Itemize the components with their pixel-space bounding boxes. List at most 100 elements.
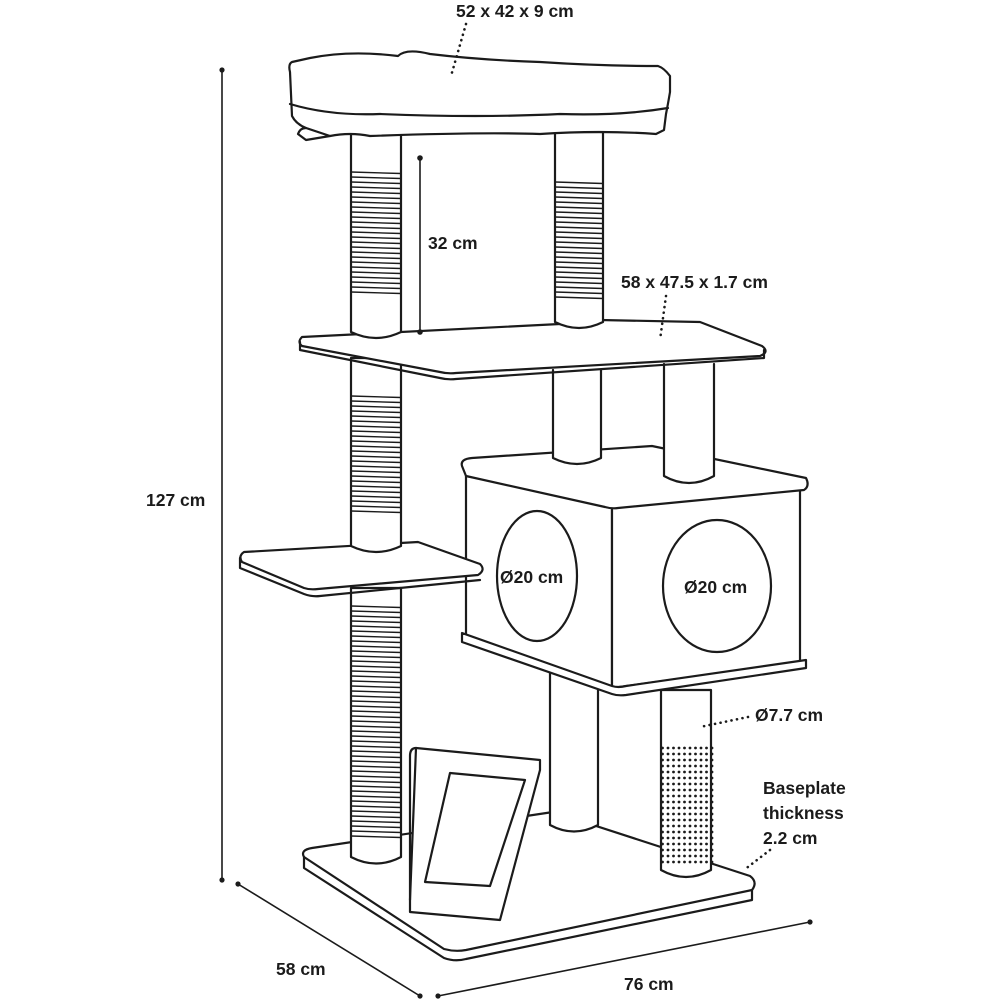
texture-dot — [683, 818, 686, 822]
texture-dot — [683, 782, 686, 786]
label-cave-right-opening: Ø20 cm — [684, 577, 747, 597]
texture-dot — [710, 764, 714, 768]
texture-dot — [666, 812, 670, 816]
texture-dot — [661, 818, 664, 822]
cave-floor-rim — [460, 631, 808, 697]
sisal-strand — [554, 241, 604, 245]
sisal-strand — [350, 605, 402, 609]
texture-dot — [699, 758, 703, 762]
texture-dot — [683, 848, 686, 852]
sisal-strand — [350, 795, 402, 799]
texture-dot — [666, 752, 670, 756]
texture-dot — [699, 830, 703, 834]
texture-dot — [694, 800, 697, 804]
label-total-height: 127 cm — [146, 490, 205, 510]
sisal-strand — [350, 420, 402, 424]
top-bed — [288, 50, 672, 142]
label-post-diameter: Ø7.7 cm — [755, 705, 823, 725]
texture-dot — [661, 806, 664, 810]
texture-dot — [705, 794, 708, 798]
texture-dot — [666, 854, 670, 858]
texture-dot — [699, 794, 703, 798]
texture-dot — [672, 794, 675, 798]
texture-dot — [688, 794, 692, 798]
texture-dot — [677, 818, 681, 822]
texture-dot — [683, 770, 686, 774]
sisal-strand — [350, 745, 402, 749]
texture-dot — [683, 854, 686, 858]
texture-dot — [710, 842, 714, 846]
sisal-strand — [350, 685, 402, 689]
sisal-strand — [350, 610, 402, 614]
sisal-wrap — [350, 605, 402, 839]
sisal-strand — [350, 226, 402, 230]
texture-dot — [694, 842, 697, 846]
texture-dot — [705, 752, 708, 756]
texture-dot — [694, 788, 697, 792]
texture-dot — [688, 854, 692, 858]
texture-dot — [672, 818, 675, 822]
sisal-strand — [554, 266, 604, 270]
upper-right-sisal-post — [553, 130, 605, 330]
sisal-strand — [350, 196, 402, 200]
texture-dot — [677, 842, 681, 846]
dimension-total-height — [219, 67, 225, 883]
texture-dot — [710, 830, 714, 834]
texture-dot — [666, 842, 670, 846]
sisal-strand — [350, 470, 402, 474]
texture-dot — [683, 758, 686, 762]
texture-dot — [699, 848, 703, 852]
texture-dot — [694, 860, 697, 864]
sisal-strand — [350, 211, 402, 215]
leader-top-platform — [449, 22, 468, 78]
dimension-width — [435, 919, 813, 999]
sisal-strand — [350, 171, 402, 175]
texture-dot — [672, 770, 675, 774]
sisal-strand — [350, 475, 402, 479]
sisal-strand — [350, 500, 402, 504]
middle-left-sisal-post — [349, 356, 403, 554]
texture-dot — [661, 770, 664, 774]
sisal-strand — [350, 460, 402, 464]
texture-dot — [694, 848, 697, 852]
label-width: 76 cm — [624, 974, 674, 994]
sisal-strand — [350, 720, 402, 724]
texture-dot — [688, 824, 692, 828]
sisal-strand — [554, 201, 604, 205]
sisal-strand — [350, 665, 402, 669]
sisal-strand — [350, 201, 402, 205]
texture-dot — [672, 788, 675, 792]
texture-dot — [672, 860, 675, 864]
sisal-strand — [350, 815, 402, 819]
texture-dot — [683, 824, 686, 828]
cave-support-posts — [551, 362, 716, 485]
texture-dot — [666, 776, 670, 780]
cave-box — [460, 444, 809, 697]
texture-dot — [699, 854, 703, 858]
sisal-strand — [350, 410, 402, 414]
sisal-strand — [350, 271, 402, 275]
texture-dot — [705, 812, 708, 816]
sisal-strand — [350, 400, 402, 404]
dimension-post-height — [417, 155, 423, 335]
texture-dot — [683, 812, 686, 816]
sisal-wrap — [350, 171, 402, 295]
texture-dot — [699, 812, 703, 816]
sisal-strand — [554, 191, 604, 195]
texture-dot — [672, 764, 675, 768]
texture-dot — [677, 776, 681, 780]
sisal-strand — [350, 176, 402, 180]
texture-dot — [666, 848, 670, 852]
texture-dot — [699, 836, 703, 840]
lower-middle-post — [548, 670, 600, 833]
sisal-strand — [350, 480, 402, 484]
texture-dot — [688, 842, 692, 846]
sisal-strand — [554, 186, 604, 190]
texture-dot — [699, 764, 703, 768]
texture-dot — [666, 818, 670, 822]
label-top-platform: 52 x 42 x 9 cm — [456, 1, 574, 21]
texture-dot — [677, 770, 681, 774]
texture-dot — [705, 836, 708, 840]
texture-dot — [666, 830, 670, 834]
